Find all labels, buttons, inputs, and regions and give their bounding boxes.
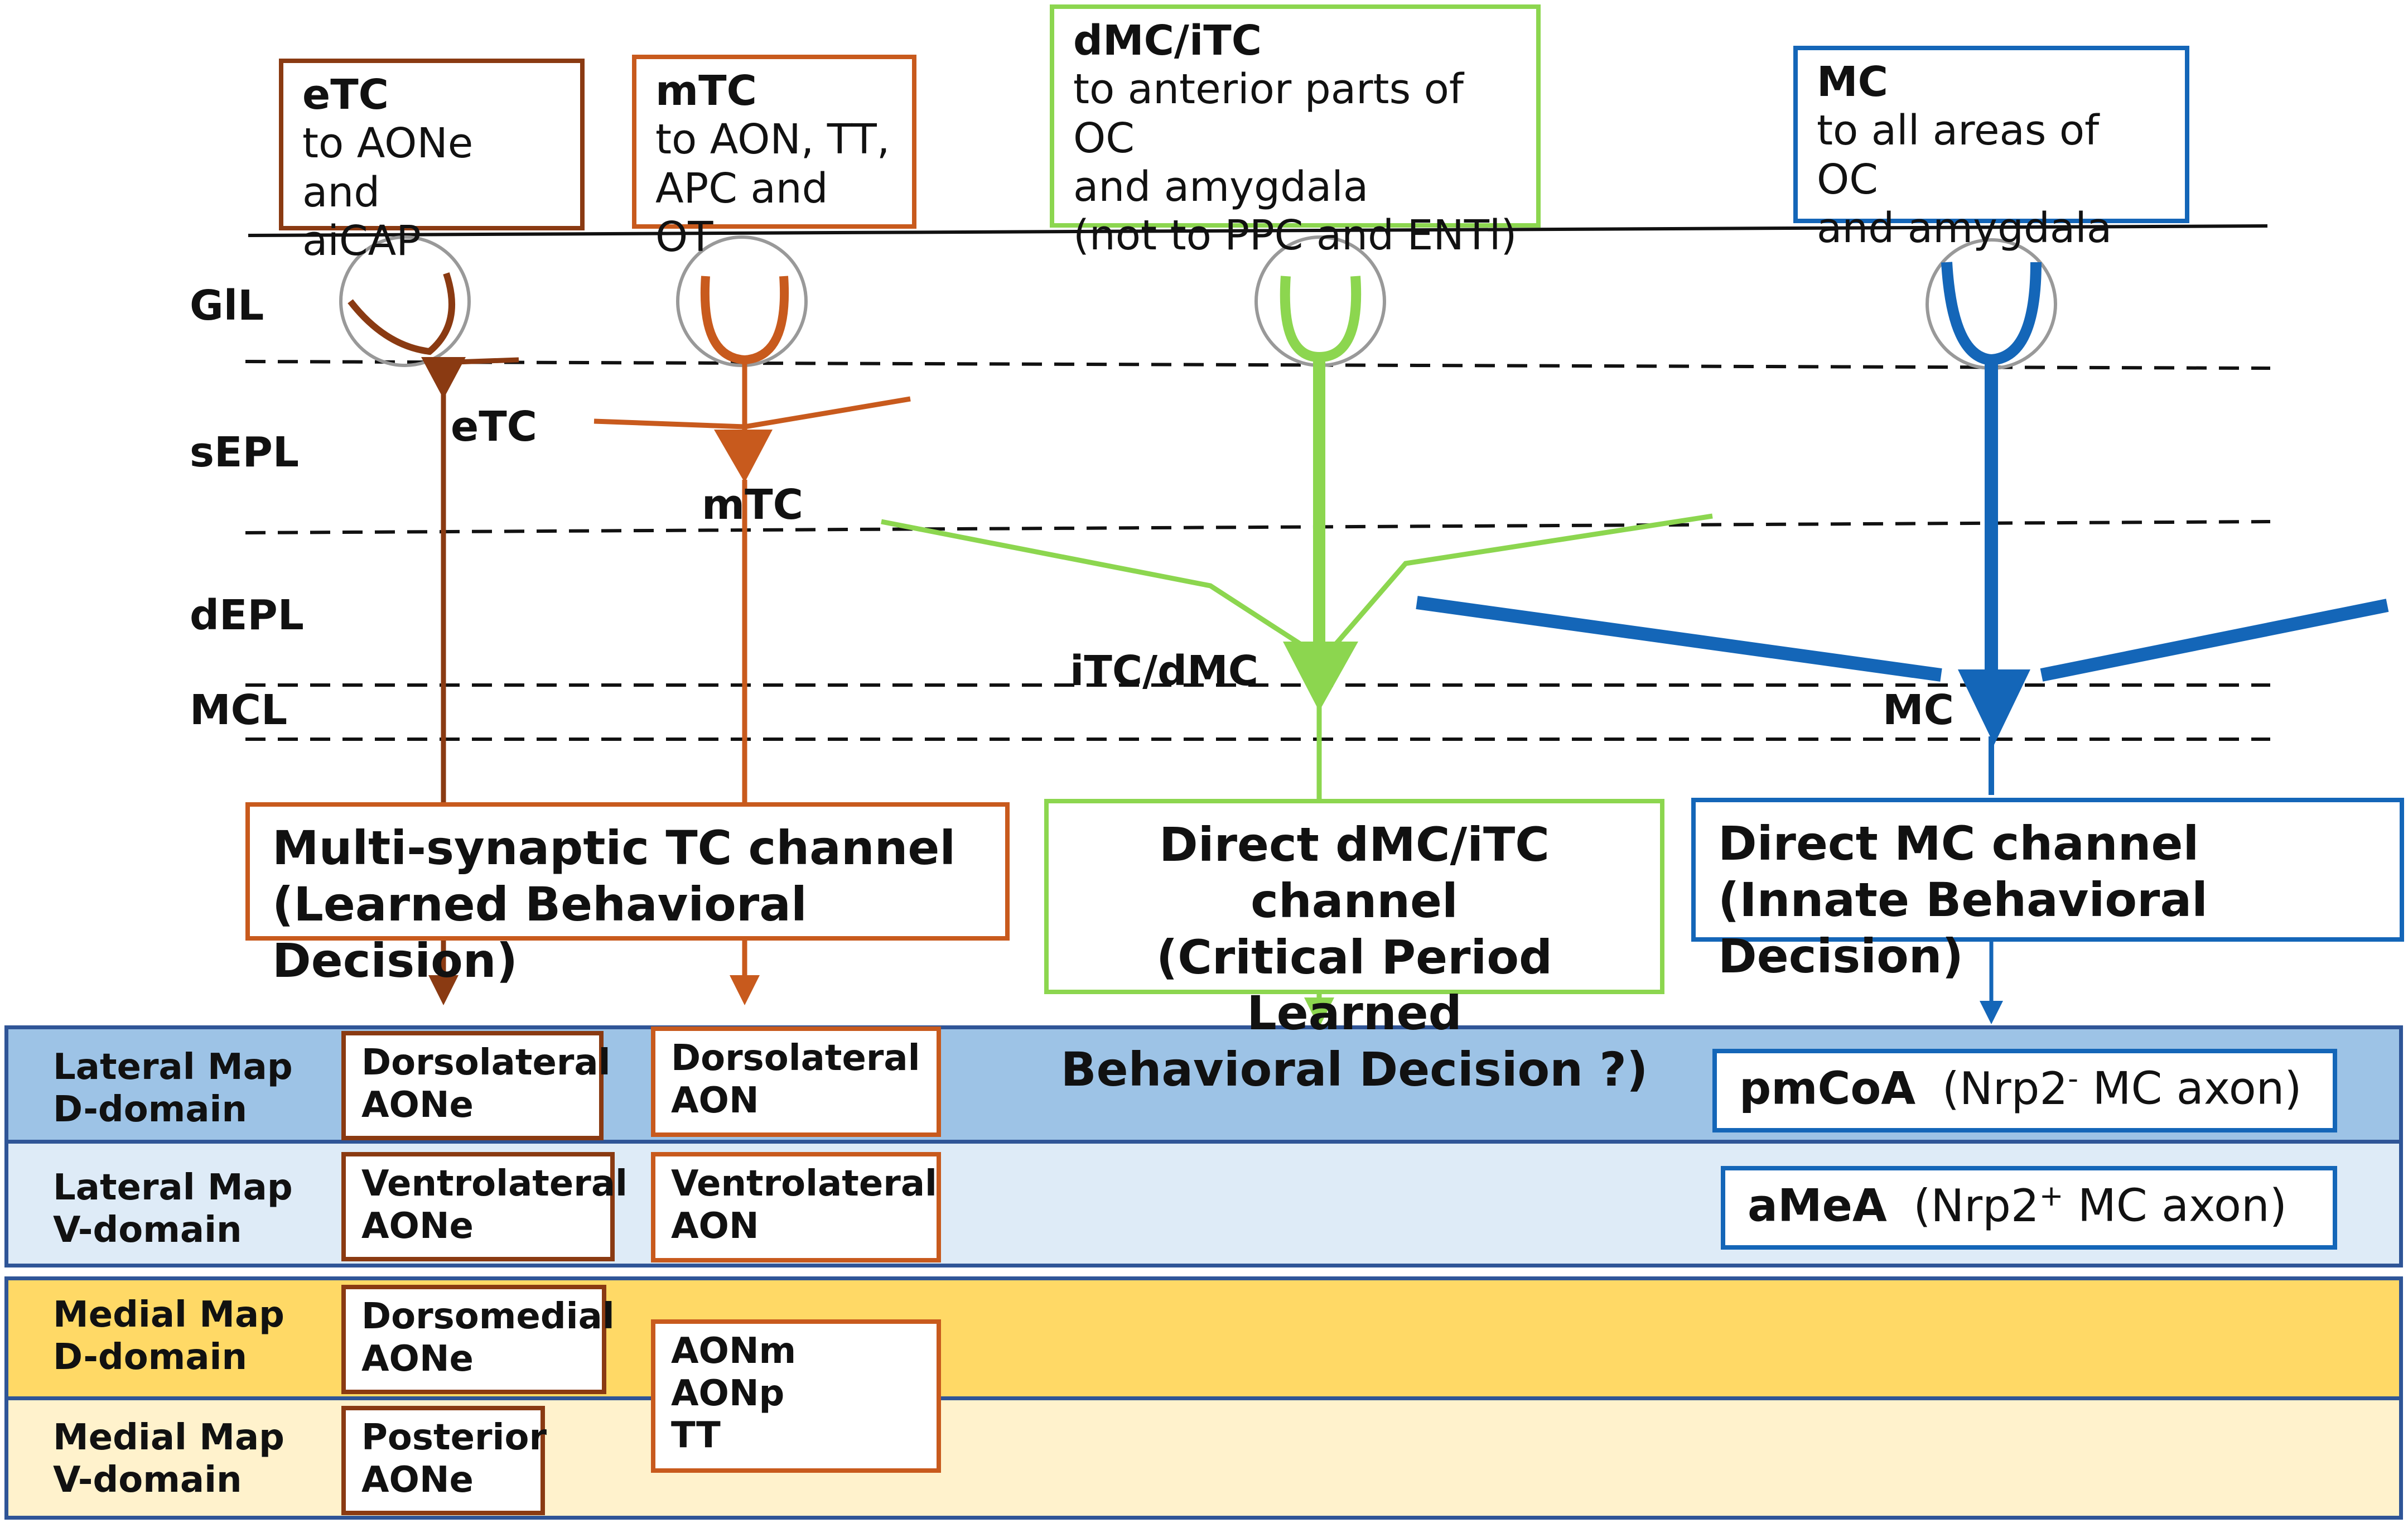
target-ventrolateral-aon-line1: Ventrolateral — [671, 1163, 937, 1204]
glomerulus-etc — [339, 235, 471, 367]
channel-box-dmc: Direct dMC/iTC channel (Critical Period … — [1044, 799, 1664, 1097]
map-label-medial-d: Medial Map D-domain — [53, 1294, 284, 1379]
target-pmcoa-name: pmCoA — [1739, 1062, 1916, 1115]
projection-box-dmc-line1: to anterior parts of OC — [1073, 65, 1464, 162]
channel-dmc-line2: (Critical Period Learned — [1156, 929, 1553, 1041]
projection-box-mc: MC to all areas of OC and amygdala — [1793, 46, 2189, 252]
channel-dmc-line3: Behavioral Decision ?) — [1060, 1042, 1648, 1097]
map-label-medial-v-line1: Medial Map — [53, 1417, 284, 1458]
mc-neuron — [1416, 262, 2389, 1024]
projection-box-dmc: dMC/iTC to anterior parts of OC and amyg… — [1050, 4, 1541, 259]
layer-boundary-sepl — [245, 520, 2271, 534]
cell-label-mc: MC — [1883, 686, 1954, 734]
map-label-lateral-v: Lateral Map V-domain — [53, 1167, 293, 1251]
layer-boundary-gl — [245, 360, 2271, 370]
target-pmcoa-axon: (Nrp2 — [1942, 1062, 2068, 1115]
target-posterior-aone-line2: AONe — [361, 1459, 474, 1501]
target-ventrolateral-aon: Ventrolateral AON — [651, 1152, 941, 1262]
map-label-medial-d-line1: Medial Map — [53, 1294, 284, 1336]
channel-tc-line2: (Learned Behavioral Decision) — [272, 876, 807, 988]
layer-label-gl: GlL — [190, 282, 264, 330]
target-posterior-aone-line1: Posterior — [361, 1417, 547, 1458]
map-label-lateral-d: Lateral Map D-domain — [53, 1047, 293, 1131]
channel-box-mc: Direct MC channel (Innate Behavioral Dec… — [1691, 798, 2404, 984]
projection-box-dmc-title: dMC/iTC — [1073, 17, 1262, 65]
layer-label-mcl: MCL — [190, 686, 288, 734]
target-pmcoa-rest: MC axon) — [2078, 1062, 2302, 1115]
target-dorsomedial-aone-line1: Dorsomedial — [361, 1296, 615, 1337]
target-dorsolateral-aone-line2: AONe — [361, 1084, 474, 1126]
channel-mc-line1: Direct MC channel — [1718, 816, 2199, 871]
glomerulus-mtc — [676, 235, 808, 367]
map-label-medial-v: Medial Map V-domain — [53, 1417, 284, 1501]
dmc-neuron — [881, 276, 1713, 1028]
target-amea-axon: (Nrp2 — [1913, 1179, 2039, 1232]
projection-box-etc: eTC to AONe and aiCAP — [279, 59, 585, 265]
target-ventrolateral-aone-line1: Ventrolateral — [361, 1163, 628, 1204]
target-amea-name: aMeA — [1748, 1179, 1887, 1232]
target-dorsolateral-aone: Dorsolateral AONe — [341, 1031, 611, 1140]
projection-box-etc-line1: to AONe and — [302, 119, 474, 216]
target-dorsolateral-aone-line1: Dorsolateral — [361, 1042, 611, 1083]
map-label-lateral-v-line2: V-domain — [53, 1209, 242, 1251]
target-pmcoa: pmCoA (Nrp2- MC axon) — [1712, 1049, 2337, 1132]
map-label-medial-d-line2: D-domain — [53, 1336, 248, 1378]
cell-label-dmc: iTC/dMC — [1070, 647, 1259, 695]
projection-box-mtc-line1: to AON, TT, — [655, 115, 890, 164]
target-dorsomedial-aone: Dorsomedial AONe — [341, 1285, 615, 1394]
projection-box-etc-title: eTC — [302, 71, 389, 119]
target-medial-aon-line1: AONm — [671, 1331, 797, 1372]
projection-box-mc-line1: to all areas of OC — [1817, 107, 2100, 204]
projection-box-mc-title: MC — [1817, 58, 1888, 106]
projection-box-etc-line2: aiCAP — [302, 216, 421, 265]
projection-box-dmc-line3: (not to PPC and ENTl) — [1073, 211, 1517, 260]
target-medial-aon: AONm AONp TT — [651, 1319, 941, 1473]
cell-label-etc: eTC — [451, 403, 537, 451]
channel-dmc-line1: Direct dMC/iTC channel — [1159, 817, 1550, 928]
target-ventrolateral-aone-line2: AONe — [361, 1205, 474, 1247]
target-ventrolateral-aone: Ventrolateral AONe — [341, 1152, 628, 1261]
target-amea: aMeA (Nrp2+ MC axon) — [1721, 1166, 2337, 1250]
map-label-medial-v-line2: V-domain — [53, 1459, 242, 1501]
map-label-lateral-d-line2: D-domain — [53, 1088, 248, 1130]
projection-box-mtc: mTC to AON, TT, APC and OT — [632, 55, 916, 261]
target-amea-sup: + — [2039, 1179, 2064, 1213]
projection-box-dmc-line2: and amygdala — [1073, 162, 1369, 211]
channel-box-tc: Multi-synaptic TC channel (Learned Behav… — [245, 802, 1010, 988]
target-medial-aon-line2: AONp — [671, 1372, 785, 1414]
map-label-lateral-d-line1: Lateral Map — [53, 1047, 293, 1088]
map-label-lateral-v-line1: Lateral Map — [53, 1167, 293, 1208]
target-dorsolateral-aon-line1: Dorsolateral — [671, 1038, 920, 1079]
target-dorsomedial-aone-line2: AONe — [361, 1338, 474, 1380]
target-pmcoa-sup: - — [2068, 1062, 2079, 1096]
target-dorsolateral-aon: Dorsolateral AON — [651, 1026, 941, 1137]
target-posterior-aone: Posterior AONe — [341, 1406, 547, 1515]
projection-box-mc-line2: and amygdala — [1817, 204, 2112, 252]
layer-label-sepl: sEPL — [190, 428, 299, 476]
target-ventrolateral-aon-line2: AON — [671, 1205, 759, 1247]
projection-box-mtc-title: mTC — [655, 67, 757, 115]
channel-mc-line2: (Innate Behavioral Decision) — [1718, 872, 2208, 984]
projection-box-mtc-line2: APC and OT — [655, 164, 828, 261]
target-amea-rest: MC axon) — [2063, 1179, 2287, 1232]
cell-label-mtc: mTC — [702, 481, 803, 529]
target-dorsolateral-aon-line2: AON — [671, 1079, 759, 1121]
target-medial-aon-line3: TT — [671, 1415, 721, 1457]
surface-line — [248, 224, 2268, 237]
layer-label-depl: dEPL — [190, 591, 304, 639]
channel-tc-line1: Multi-synaptic TC channel — [272, 821, 956, 875]
